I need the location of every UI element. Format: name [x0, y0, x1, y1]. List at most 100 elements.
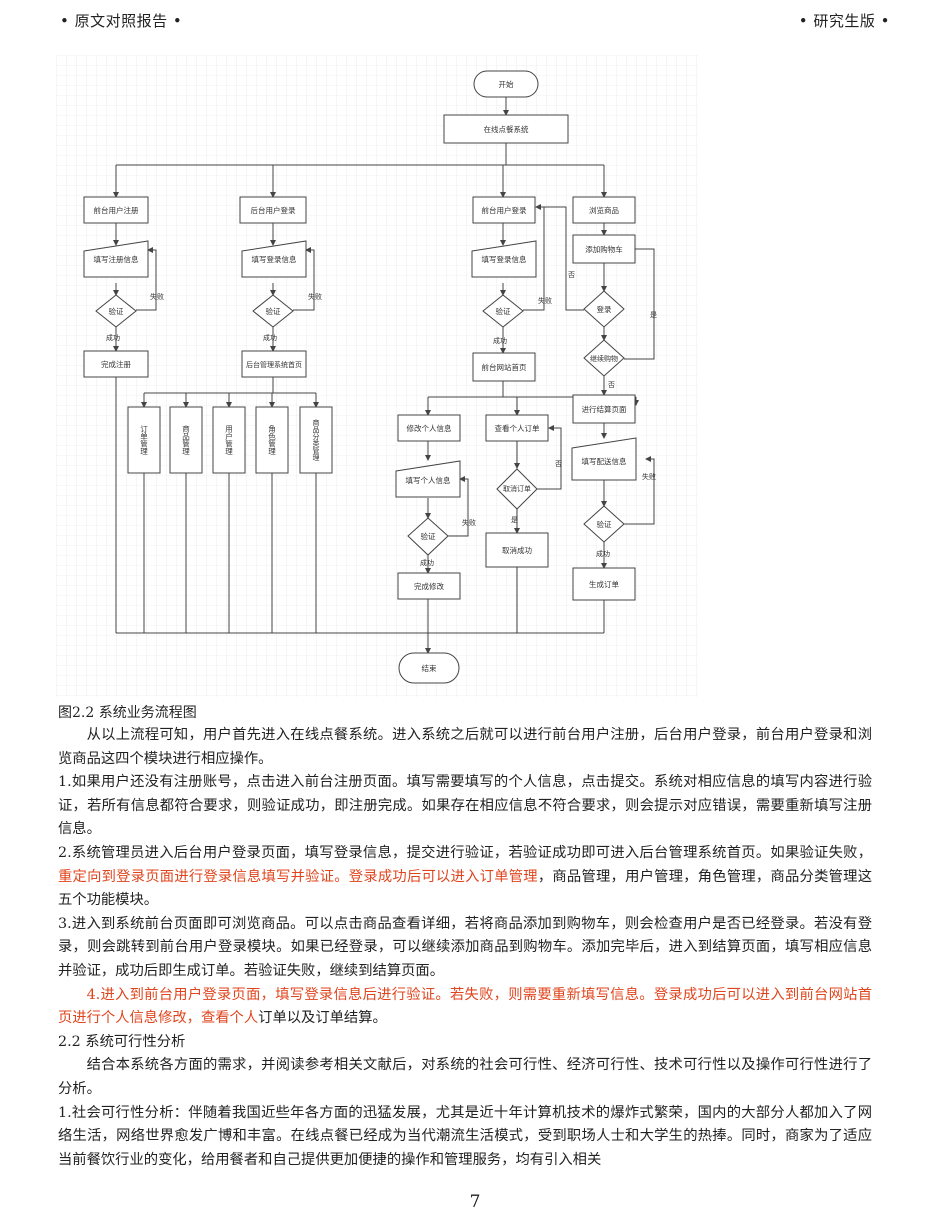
grid-background	[56, 55, 698, 697]
text-span: 1.社会可行性分析：伴随着我国近些年各方面的迅猛发展，尤其是近十年计算机技术的爆…	[58, 1104, 872, 1168]
paragraph-item-3: 3.进入到系统前台页面即可浏览商品。可以点击商品查看详细，若将商品添加到购物车，…	[58, 913, 872, 984]
edge-label-success-5: 成功	[596, 549, 610, 558]
flow-terminal-start	[473, 70, 539, 98]
node-label-fill-fe-login: 填写登录信息	[482, 254, 527, 264]
edge-label-success-3: 成功	[493, 336, 507, 345]
figure-caption: 图2.2 系统业务流程图	[58, 705, 197, 721]
flow-box-be-login	[239, 196, 307, 224]
flow-box-add-cart	[572, 234, 636, 264]
flow-box-be-home	[241, 350, 307, 378]
node-label-verify2: 验证	[266, 306, 281, 316]
node-label-system: 在线点餐系统	[484, 124, 529, 134]
flow-box-fe-register	[83, 196, 149, 224]
node-label-verify4: 验证	[421, 531, 436, 541]
flow-decision-login	[583, 290, 625, 328]
edge-label-yes-continue: 是	[650, 311, 657, 319]
page-number: 7	[469, 1192, 481, 1212]
edge-label-no-continue: 否	[608, 381, 615, 389]
flow-input-fill-fe-login	[471, 240, 537, 278]
text-span: 从以上流程可知，用户首先进入在线点餐系统。进入系统之后就可以进行前台用户注册，后…	[58, 727, 872, 767]
text-span: 2.系统管理员进入后台用户登录页面，填写登录信息，提交进行验证，若验证成功即可进…	[58, 844, 872, 861]
edge-label-fail-5: 失败	[642, 472, 656, 481]
flow-decision-continue	[583, 339, 625, 377]
node-label-start: 开始	[499, 79, 514, 89]
node-label-cancel-check: 取消订单	[503, 484, 531, 493]
text-span: 1.如果用户还没有注册账号，点击进入前台注册页面。填写需要填写的个人信息，点击提…	[58, 774, 872, 838]
node-label-be-login: 后台用户登录	[251, 205, 296, 215]
flow-box-finish-edit	[397, 572, 461, 600]
node-label-continue: 继续购物	[590, 354, 618, 363]
flow-box-view-orders	[485, 414, 549, 442]
node-label-login: 登录	[597, 304, 612, 314]
text-span: ，商品管理，用户管理，角色管理，商品分类管理这五个功能模块。	[58, 868, 873, 909]
report-header-label: • 原文对照报告 •	[60, 12, 183, 30]
flow-decision-verify5	[583, 505, 625, 543]
flow-decision-verify1	[95, 294, 137, 328]
paragraph-item-4: 4.进入到前台用户登录页面，填写登录信息后进行验证。若失败，则需要重新填写信息。…	[58, 984, 872, 1031]
flow-box-cancel-done	[485, 532, 549, 568]
edge-label-fail-4: 失败	[462, 518, 476, 527]
node-label-browse: 浏览商品	[589, 205, 619, 215]
node-label-fe-register: 前台用户注册	[94, 205, 139, 215]
node-label-fill-personal: 填写个人信息	[406, 475, 451, 485]
edge-label-success-1: 成功	[106, 333, 120, 342]
flow-decision-verify3	[482, 294, 524, 328]
flow-box-browse	[572, 196, 636, 224]
paragraph-item-2: 2.系统管理员进入后台用户登录页面，填写登录信息，提交进行验证，若验证成功即可进…	[58, 842, 872, 913]
node-label-checkout: 进行结算页面	[582, 404, 627, 414]
node-label-users: 用户管理	[224, 425, 234, 455]
paragraph-intro: 从以上流程可知，用户首先进入在线点餐系统。进入系统之后就可以进行前台用户注册，后…	[58, 724, 872, 771]
node-label-orders: 订单管理	[139, 425, 149, 455]
node-label-fill-register: 填写注册信息	[94, 254, 139, 264]
flow-input-fill-be-login	[241, 240, 307, 278]
node-label-verify5: 验证	[597, 519, 612, 529]
edge-label-fail-1: 失败	[150, 292, 164, 301]
node-label-be-home: 后台管理系统首页	[246, 360, 302, 369]
node-label-fe-login: 前台用户登录	[482, 205, 527, 215]
text-span: 结合本系统各方面的需求，并阅读参考相关文献后，对系统的社会可行性、经济可行性、技…	[58, 1057, 872, 1097]
flow-input-fill-delivery	[571, 437, 637, 481]
node-label-end: 结束	[422, 663, 437, 673]
node-label-roles: 角色管理	[267, 425, 277, 455]
flow-box-orders	[127, 406, 161, 474]
flow-box-roles	[255, 406, 289, 474]
flow-box-checkout	[572, 394, 636, 424]
flow-decision-verify2	[252, 294, 294, 328]
node-label-cancel-done: 取消成功	[502, 545, 532, 555]
text-span: 2.2 系统可行性分析	[58, 1033, 186, 1050]
flow-decision-cancel	[496, 468, 538, 510]
flow-box-fe-home	[472, 352, 536, 382]
flow-box-category	[299, 406, 333, 474]
flow-input-fill-register	[83, 240, 149, 278]
edge-label-fail-2: 失败	[308, 292, 322, 301]
flow-box-finish-register	[83, 350, 149, 378]
node-label-finish-register: 完成注册	[101, 359, 131, 369]
flow-box-users	[212, 406, 246, 474]
flow-box-system	[443, 114, 569, 144]
node-label-fill-be-login: 填写登录信息	[252, 254, 297, 264]
flow-decision-verify4	[407, 517, 449, 556]
node-label-verify1: 验证	[109, 306, 124, 316]
paragraph-feasibility-intro: 结合本系统各方面的需求，并阅读参考相关文献后，对系统的社会可行性、经济可行性、技…	[58, 1054, 872, 1101]
node-label-fill-delivery: 填写配送信息	[582, 456, 627, 466]
edition-header-label: • 研究生版 •	[798, 12, 890, 30]
paragraph-social-feasibility: 1.社会可行性分析：伴随着我国近些年各方面的迅猛发展，尤其是近十年计算机技术的爆…	[58, 1102, 872, 1173]
edge-label-no-cancel: 否	[555, 460, 562, 468]
node-label-gen-order: 生成订单	[589, 579, 619, 589]
edge-label-success-4: 成功	[420, 558, 434, 567]
node-label-edit-info: 修改个人信息	[407, 423, 452, 433]
node-label-verify3: 验证	[496, 306, 511, 316]
business-flowchart: 开始 在线点餐系统 前台用户注册 后台用户登录 前台用户登录 浏览商品 填写注册…	[56, 55, 698, 697]
text-span: 订单以及订单结算。	[258, 1010, 387, 1027]
flow-box-edit-info	[397, 414, 461, 442]
node-label-view-orders: 查看个人订单	[495, 423, 540, 433]
node-label-goods: 商品管理	[181, 425, 191, 455]
edge-label-success-2: 成功	[263, 333, 277, 342]
flow-box-goods	[169, 406, 203, 474]
highlighted-text: 重定向到登录页面进行登录信息填写并验证。登录成功后可以进入订单管理	[58, 868, 538, 885]
edge-label-no-login: 否	[568, 271, 575, 279]
paragraph-item-1: 1.如果用户还没有注册账号，点击进入前台注册页面。填写需要填写的个人信息，点击提…	[58, 771, 872, 842]
flow-input-fill-personal	[395, 460, 461, 498]
flow-box-gen-order	[572, 567, 636, 601]
node-label-add-cart: 添加购物车	[585, 244, 623, 254]
